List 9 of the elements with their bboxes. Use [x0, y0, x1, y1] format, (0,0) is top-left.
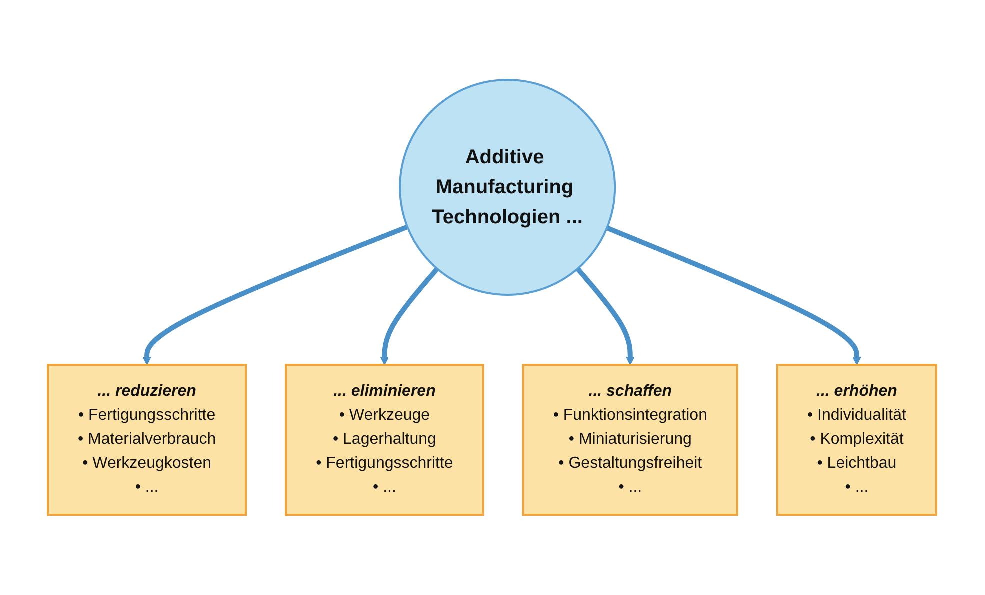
- arrow: [380, 267, 440, 366]
- node-box: ... eliminieren • Werkzeuge • Lagerhaltung • Fertigungsschritte • ...: [285, 364, 485, 516]
- node-box: ... reduzieren • Fertigungsschritte • Materialverbrauch • Werkzeugkosten • ...: [47, 364, 248, 516]
- arrow: [576, 267, 636, 366]
- arrow: [142, 224, 409, 366]
- node-box: ... schaffen • Funktionsintegration • Miniaturisierung • Gestaltungsfreiheit • ...: [522, 364, 739, 516]
- node-box: ... erhöhen • Individualität • Komplexität • Leichtbau • ...: [776, 364, 938, 516]
- node-circle: Additive Manufacturing Technologien ...: [399, 79, 616, 296]
- arrow: [606, 226, 862, 366]
